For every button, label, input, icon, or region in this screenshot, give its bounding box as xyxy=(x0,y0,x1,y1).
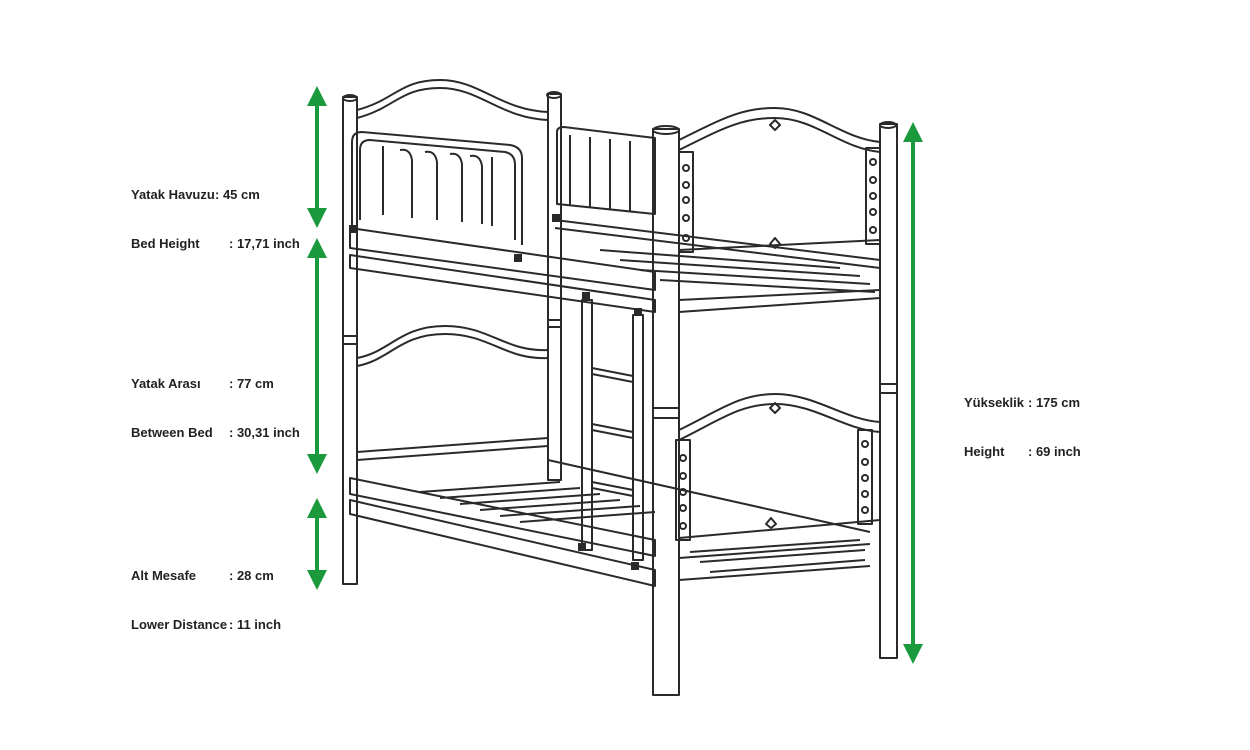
lower-distance-en-label: Lower Distance xyxy=(131,617,228,632)
brackets xyxy=(349,214,642,570)
post-front-right xyxy=(879,123,898,659)
between-bed-tr-label: Yatak Arası xyxy=(131,376,201,391)
total-height-label: Yükseklik : 175 cm Height : 69 inch xyxy=(964,363,1081,476)
between-bed-en-label: Between Bed xyxy=(131,425,213,440)
post-back-left xyxy=(342,96,358,585)
bed-height-label: Yatak Havuzu: 45 cm Bed Height : 17,71 in… xyxy=(131,155,300,268)
lower-back-headboard xyxy=(356,325,549,461)
lower-distance-en-value: : 11 inch xyxy=(229,617,282,632)
post-back-right xyxy=(547,93,562,481)
total-height-tr-label: Yükseklik xyxy=(964,395,1024,410)
lower-bed-frame xyxy=(349,459,871,587)
lower-distance-tr-value: : 28 cm xyxy=(229,568,274,583)
upper-front-headboard xyxy=(678,107,881,253)
bed-height-tr-value: : 45 cm xyxy=(215,187,260,202)
post-front-left xyxy=(652,128,680,696)
upper-side-rail-right xyxy=(556,126,656,215)
lower-distance-tr-label: Alt Mesafe xyxy=(131,568,197,583)
upper-guardrail xyxy=(351,131,523,245)
lower-distance-label: Alt Mesafe : 28 cm Lower Distance: 11 inc… xyxy=(131,536,281,649)
total-height-tr-value: : 175 cm xyxy=(1028,395,1081,410)
between-bed-en-value: : 30,31 inch xyxy=(229,425,300,440)
bunk-bed-drawing xyxy=(342,79,898,696)
upper-bed-frame xyxy=(349,219,881,313)
bed-height-en-label: Bed Height xyxy=(131,236,200,251)
ladder xyxy=(581,299,644,561)
between-bed-label: Yatak Arası : 77 cm Between Bed : 30,31 in… xyxy=(131,344,300,457)
dimension-arrows xyxy=(307,86,923,664)
total-height-en-value: : 69 inch xyxy=(1028,444,1081,459)
bed-height-tr-label: Yatak Havuzu xyxy=(131,187,215,202)
post-details xyxy=(342,91,897,419)
between-bed-tr-value: : 77 cm xyxy=(229,376,274,391)
total-height-en-label: Height xyxy=(964,444,1005,459)
bed-posts xyxy=(342,93,898,696)
upper-back-headboard xyxy=(356,79,549,113)
bed-height-en-value: : 17,71 inch xyxy=(229,236,300,251)
lower-front-headboard xyxy=(675,393,881,541)
